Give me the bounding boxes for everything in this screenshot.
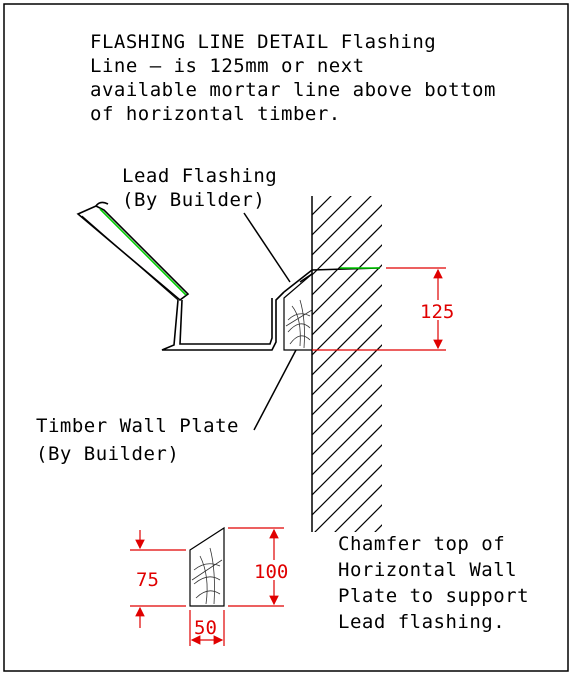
- chamfer-note: Chamfer top of Horizontal Wall Plate to …: [338, 533, 529, 633]
- timber-wall-plate: [283, 272, 313, 351]
- wall-plate-label: Timber Wall Plate (By Builder): [36, 415, 239, 465]
- note-line-4: of horizontal timber.: [90, 103, 341, 125]
- chamfer-note-line-1: Chamfer top of: [338, 533, 505, 555]
- dimension-125-label: 125: [420, 301, 454, 323]
- chamfer-note-line-2: Horizontal Wall: [338, 559, 517, 581]
- roof-and-gutter: [76, 201, 381, 351]
- dimension-50-label: 50: [194, 617, 217, 639]
- dimension-100-label: 100: [254, 561, 288, 583]
- lead-flashing-label-line-1: Lead Flashing: [122, 165, 277, 187]
- lead-flashing-label: Lead Flashing (By Builder): [122, 165, 277, 211]
- note-line-2: Line – is 125mm or next: [90, 55, 365, 77]
- wall-plate-leader: [253, 349, 297, 431]
- lead-flashing-leader: [243, 212, 291, 283]
- flashing-line-note: FLASHING LINE DETAIL Flashing Line – is …: [90, 31, 496, 125]
- dimension-75-label: 75: [136, 569, 159, 591]
- note-line-1: FLASHING LINE DETAIL Flashing: [90, 31, 436, 53]
- drawing-border: [3, 3, 569, 672]
- wall-plate-label-line-1: Timber Wall Plate: [36, 415, 239, 437]
- membrane-line: [99, 208, 187, 296]
- chamfer-note-line-3: Plate to support: [338, 585, 529, 607]
- masonry-wall: [311, 196, 382, 532]
- chamfer-note-line-4: Lead flashing.: [338, 611, 505, 633]
- lead-flashing-label-line-2: (By Builder): [122, 189, 265, 211]
- chamfered-plate-detail: 75 100 50: [130, 526, 288, 646]
- dimension-125: 125: [312, 267, 454, 351]
- note-line-3: available mortar line above bottom: [90, 79, 496, 101]
- wall-plate-label-line-2: (By Builder): [36, 443, 179, 465]
